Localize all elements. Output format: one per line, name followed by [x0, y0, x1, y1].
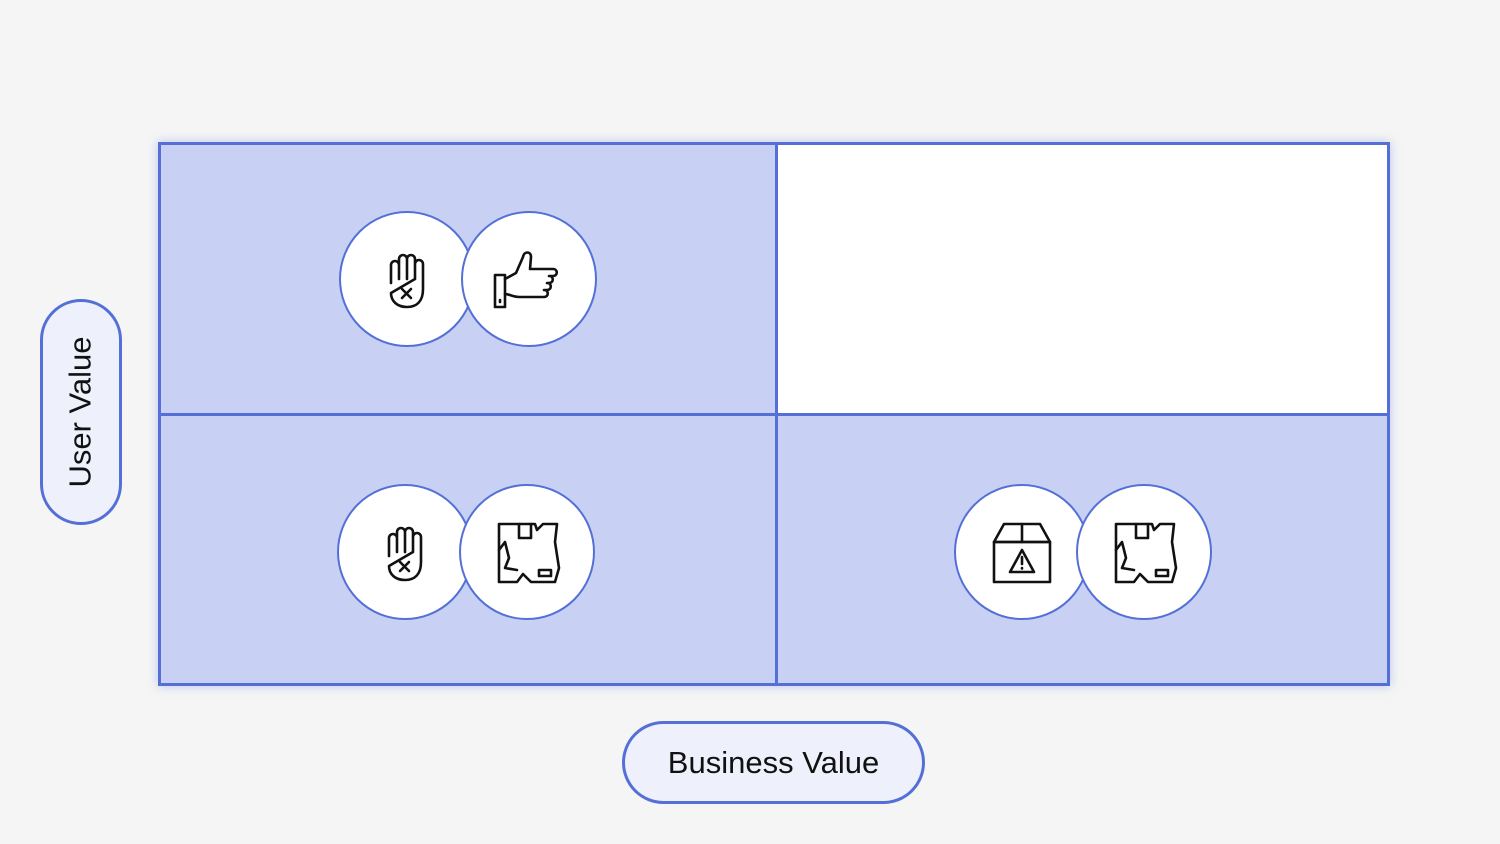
broken-box-icon: [487, 512, 567, 592]
horizontal-divider: [161, 413, 1387, 416]
quadrant-bottom-left: [161, 416, 775, 683]
x-axis-label-text: Business Value: [667, 744, 880, 780]
y-axis-label: User Value: [40, 299, 122, 525]
quadrant-top-right: [778, 145, 1387, 413]
icon-pair: [954, 484, 1212, 620]
quadrant-top-left: [161, 145, 775, 413]
quadrant-bottom-right: [778, 416, 1387, 683]
value-matrix: [158, 142, 1390, 686]
stop-hand-icon: [365, 512, 445, 592]
icon-circle: [461, 211, 597, 347]
icon-circle: [954, 484, 1090, 620]
y-axis-label-text: User Value: [63, 336, 98, 488]
x-axis-label: Business Value: [622, 721, 925, 804]
icon-pair: [339, 211, 597, 347]
icon-circle: [459, 484, 595, 620]
icon-circle: [337, 484, 473, 620]
warning-box-icon: [982, 512, 1062, 592]
icon-pair: [337, 484, 595, 620]
broken-box-icon: [1104, 512, 1184, 592]
stop-hand-icon: [367, 239, 447, 319]
icon-circle: [1076, 484, 1212, 620]
icon-circle: [339, 211, 475, 347]
thumbs-up-icon: [489, 239, 569, 319]
